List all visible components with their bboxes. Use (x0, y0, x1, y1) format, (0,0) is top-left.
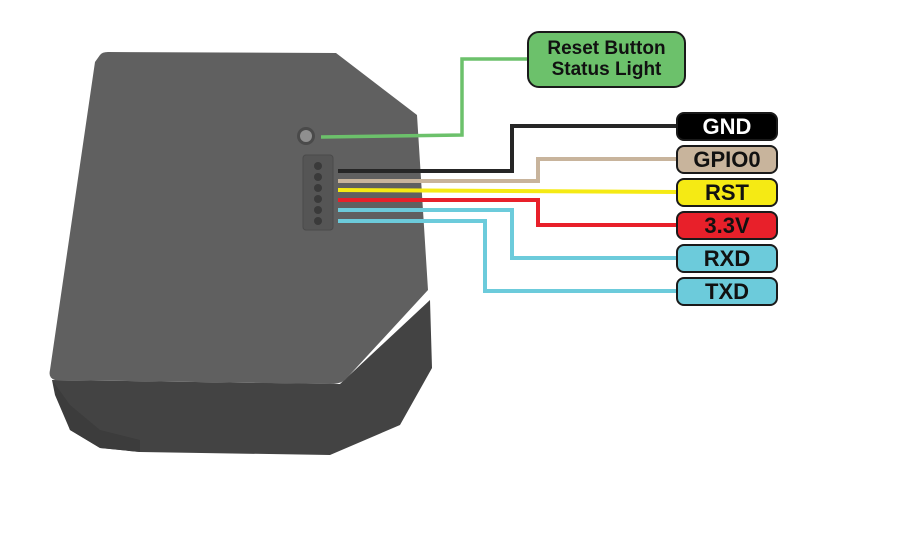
connector-pin-hole (314, 162, 322, 170)
callout-line-1: Reset Button (547, 38, 666, 59)
pin-label-3-3v: 3.3V (676, 211, 778, 240)
pin-label-gnd: GND (676, 112, 778, 141)
serial-connector (302, 154, 334, 231)
wire-3-3v (338, 198, 678, 227)
connector-pin-hole (314, 184, 322, 192)
device-top-face (49, 52, 429, 384)
pin-label-rst: RST (676, 178, 778, 207)
wire-rst (337, 188, 679, 194)
device-side-shade (52, 380, 140, 452)
status-light-wire (320, 57, 530, 139)
connector-pin-hole (314, 206, 322, 214)
connector-pin-hole (314, 217, 322, 225)
connector-pin-hole (314, 195, 322, 203)
pin-label-txd: TXD (676, 277, 778, 306)
device-lower-body (52, 300, 432, 455)
callout-line-2: Status Light (551, 59, 662, 80)
reset-button-light-lens (300, 130, 312, 142)
wire-gpio0 (338, 157, 678, 183)
wire-gnd (338, 124, 678, 173)
connector-pin-hole (314, 173, 322, 181)
wire-rxd (338, 208, 678, 260)
pin-label-rxd: RXD (676, 244, 778, 273)
pin-label-gpio0: GPIO0 (676, 145, 778, 174)
wire-txd (338, 219, 678, 293)
reset-button-status-light-label: Reset Button Status Light (527, 31, 686, 88)
